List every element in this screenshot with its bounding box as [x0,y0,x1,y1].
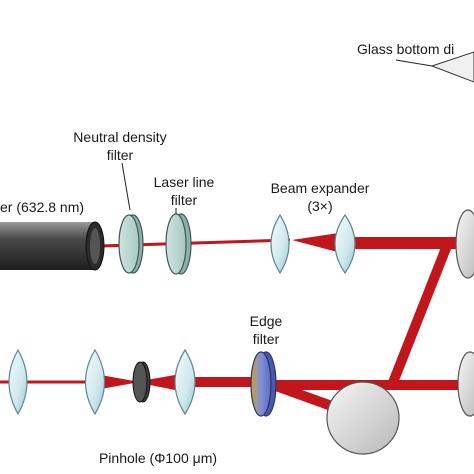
label-laser: er (632.8 nm) [0,199,84,215]
focusing-lens [174,348,196,416]
pinhole [132,361,151,403]
label-neutral-density-line1: Neutral density [73,129,166,145]
detector-lens-2 [85,348,105,416]
label-beam-expander-line1: Beam expander [271,180,370,196]
beam-expander-lens-2 [334,213,356,275]
label-edge-filter-line1: Edge [250,313,283,329]
label-laser-line-filter-line1: Laser line [154,174,215,190]
beam-pinhole-diverge [95,374,140,390]
beam-pinhole-converge [135,375,175,390]
beam-expander-lens-1 [270,213,290,275]
steering-mirror [326,381,400,455]
label-glass-bottom-dish: Glass bottom di [357,41,454,57]
dichroic-mirror [455,209,474,279]
label-laser-line-filter-line2: filter [171,192,198,208]
leader-lines [121,59,433,214]
laser-line-filter [165,213,192,275]
detector-lens-1 [8,348,28,416]
label-pinhole: Pinhole (Φ100 μm) [99,450,217,466]
neutral-density-filter [118,214,144,274]
label-edge-filter-line2: filter [253,331,280,347]
edge-filter [250,351,277,417]
label-beam-expander-line2: (3×) [307,198,332,214]
beam-expander-focus [292,232,345,254]
glass-bottom-dish [430,51,474,83]
laser-source [0,221,105,271]
beam-dichroic-down [387,241,453,387]
label-neutral-density-line2: filter [107,147,134,163]
sample-mirror [457,351,474,417]
laser-body [0,222,95,270]
